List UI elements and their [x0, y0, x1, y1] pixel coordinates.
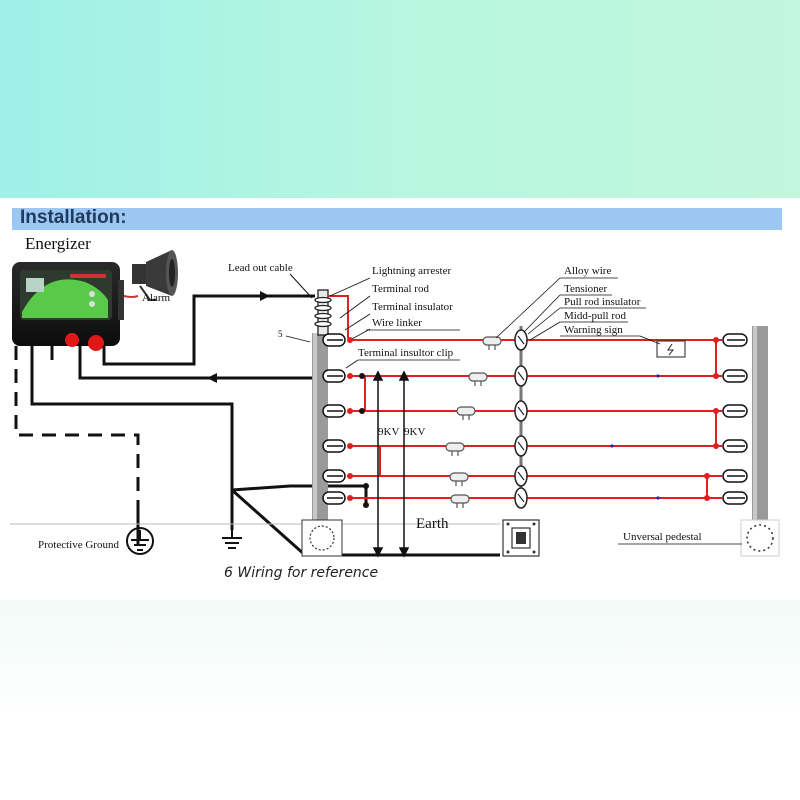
midd-pull-rod-label: Midd-pull rod — [564, 310, 627, 322]
voltage-arrows — [372, 370, 410, 558]
voltage-label-1: 9KV — [378, 426, 399, 438]
installation-title: Installation: — [20, 207, 127, 228]
warning-sign-label: Warning sign — [564, 324, 623, 336]
fence-live-wires — [350, 339, 722, 499]
tensioner-label: Tensioner — [564, 283, 608, 295]
middle-pedestal — [502, 519, 540, 557]
earth-ground-icon — [222, 530, 242, 549]
figure-caption: 6 Wiring for reference — [224, 565, 379, 581]
lead-out-cables — [50, 294, 368, 505]
cable-arrow-icon — [260, 291, 270, 301]
alloy-wire-label: Alloy wire — [564, 265, 611, 277]
universal-pedestal — [740, 519, 780, 557]
top-decorative-band — [0, 0, 800, 198]
warning-sign-icon — [656, 340, 686, 358]
right-terminal-insulators — [722, 333, 748, 505]
terminal-rod-label: Terminal rod — [372, 283, 429, 295]
left-pedestal — [301, 519, 343, 557]
protective-ground-label: Protective Ground — [38, 539, 119, 551]
terminal-insulator-label: Terminal insulator — [372, 301, 453, 313]
wire-connection-dots — [347, 337, 719, 501]
alarm-siren-icon — [132, 250, 178, 301]
bottom-decorative-band — [0, 600, 800, 800]
terminal-insulator-clip-label: Terminal insultor clip — [358, 347, 454, 359]
post-number-label: 5 — [278, 329, 283, 339]
wire-marker-dots — [610, 374, 660, 500]
right-terminal-post — [752, 326, 768, 524]
left-black-jumpers — [359, 373, 369, 508]
energizer-device-icon — [12, 262, 124, 351]
header-bar — [12, 208, 782, 230]
voltage-label-2: 9KV — [404, 426, 425, 438]
lightning-arrester-icon — [314, 289, 332, 336]
wire-clip-insulators — [445, 336, 502, 508]
midd-pull-rod — [514, 326, 528, 509]
pull-rod-insulator-label: Pull rod insulator — [564, 296, 641, 308]
cable-return-arrow-icon — [207, 373, 217, 383]
wire-linker-label: Wire linker — [372, 317, 422, 329]
earth-label: Earth — [416, 516, 449, 532]
universal-pedestal-label: Unversal pedestal — [623, 531, 702, 543]
lead-out-cable-label: Lead out cable — [228, 262, 293, 274]
energizer-title: Energizer — [25, 234, 91, 253]
protective-ground-icon — [126, 527, 154, 555]
left-label-leaders — [329, 277, 460, 369]
alarm-label: Alarm — [142, 292, 171, 304]
right-label-leaders — [495, 277, 661, 345]
lightning-arrester-label: Lightning arrester — [372, 265, 451, 277]
left-terminal-insulators — [322, 333, 346, 505]
